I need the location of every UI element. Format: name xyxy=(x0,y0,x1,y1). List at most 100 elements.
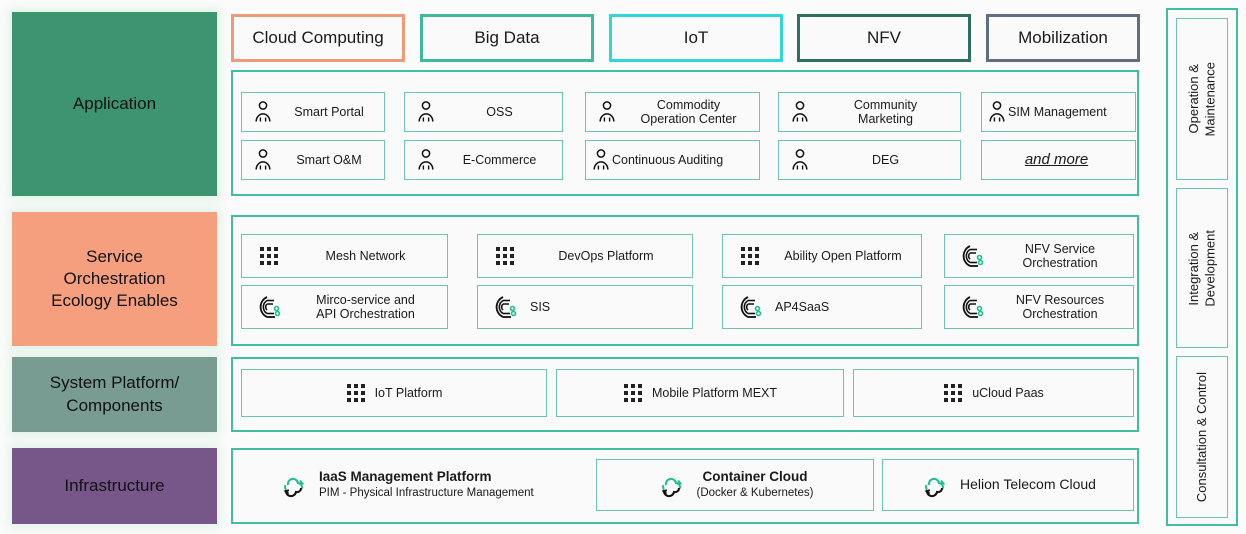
category-label: Cloud Computing xyxy=(252,28,384,47)
dot-grid-icon xyxy=(623,383,643,403)
infra-item-iaas-management-platform[interactable]: IaaS Management Platform PIM - Physical … xyxy=(241,459,586,511)
cloud-refresh-icon xyxy=(657,472,687,498)
system-item-label: Mobile Platform MEXT xyxy=(651,386,778,400)
service-item-ap4saas[interactable]: AP4SaaS xyxy=(722,285,922,329)
app-item-continuous-auditing[interactable]: Continuous Auditing xyxy=(585,140,760,180)
app-item-label: E-Commerce xyxy=(462,152,537,167)
infra-item-text: IaaS Management Platform PIM - Physical … xyxy=(319,469,534,500)
sidebar-item-label: Operation & Maintenance xyxy=(1185,61,1217,137)
dot-grid-icon xyxy=(346,383,366,403)
service-item-label: Mirco-service and API Orchestration xyxy=(316,292,415,321)
app-item-commodity-operation-center[interactable]: Commodity Operation Center xyxy=(585,92,760,132)
person-icon xyxy=(248,100,278,124)
app-item-label: Continuous Auditing xyxy=(612,152,724,167)
service-item-nfv-service-orchestration[interactable]: NFV Service Orchestration xyxy=(944,234,1134,278)
app-item-e-commerce[interactable]: E-Commerce xyxy=(404,140,563,180)
app-item-label: SIM Management xyxy=(1008,104,1107,119)
cloud-refresh-icon xyxy=(920,472,950,498)
dot-grid-icon xyxy=(486,246,524,266)
service-item-micro-service-and-api-orchestration[interactable]: Mirco-service and API Orchestration xyxy=(241,285,448,329)
layer-label-service-orchestration-text: Service Orchestration Ecology Enables xyxy=(51,246,178,311)
app-item-sim-management[interactable]: SIM Management xyxy=(981,92,1136,132)
category-mobilization[interactable]: Mobilization xyxy=(986,14,1140,62)
app-item-deg[interactable]: DEG xyxy=(778,140,961,180)
sidebar-item-label: Integration & Development xyxy=(1185,229,1217,307)
category-label: NFV xyxy=(867,28,901,47)
app-item-label: OSS xyxy=(486,104,513,119)
person-icon xyxy=(592,100,622,124)
cloud-refresh-icon xyxy=(279,472,309,498)
sidebar-item-operation-maintenance[interactable]: Operation & Maintenance xyxy=(1176,18,1228,180)
app-item-oss[interactable]: OSS xyxy=(404,92,563,132)
orchestration-icon xyxy=(250,294,288,320)
app-item-label: Smart O&M xyxy=(296,152,362,167)
service-item-label: NFV Service Orchestration xyxy=(1022,241,1098,270)
category-cloud-computing[interactable]: Cloud Computing xyxy=(231,14,405,62)
app-item-community-marketing[interactable]: Community Marketing xyxy=(778,92,961,132)
service-item-label: SIS xyxy=(530,299,551,314)
system-item-label: uCloud Paas xyxy=(972,386,1044,400)
service-item-mesh-network[interactable]: Mesh Network xyxy=(241,234,448,278)
dot-grid-icon xyxy=(943,383,963,403)
infra-item-text: Container Cloud (Docker & Kubernetes) xyxy=(697,469,814,500)
service-item-ability-open-platform[interactable]: Ability Open Platform xyxy=(722,234,922,278)
category-iot[interactable]: IoT xyxy=(609,14,783,62)
app-item-smart-om[interactable]: Smart O&M xyxy=(241,140,385,180)
app-item-smart-portal[interactable]: Smart Portal xyxy=(241,92,385,132)
orchestration-icon xyxy=(953,243,991,269)
app-item-label: Commodity Operation Center xyxy=(640,97,737,126)
sidebar-item-label: Consultation & Control xyxy=(1193,371,1209,503)
category-label: IoT xyxy=(683,28,709,47)
service-item-label: AP4SaaS xyxy=(775,299,830,314)
app-item-label: DEG xyxy=(871,152,900,167)
service-item-label: DevOps Platform xyxy=(558,248,654,263)
app-item-label: Smart Portal xyxy=(294,104,364,119)
orchestration-icon xyxy=(953,294,991,320)
person-icon xyxy=(411,100,441,124)
person-icon xyxy=(986,100,1008,124)
infra-item-subtitle: PIM - Physical Infrastructure Management xyxy=(319,487,534,500)
person-icon xyxy=(785,148,815,172)
system-item-iot-platform[interactable]: IoT Platform xyxy=(241,369,547,417)
service-item-label: Ability Open Platform xyxy=(784,248,902,263)
person-icon xyxy=(590,148,612,172)
category-big-data[interactable]: Big Data xyxy=(420,14,594,62)
infra-item-helion-telecom-cloud[interactable]: Helion Telecom Cloud xyxy=(882,459,1134,511)
system-item-ucloud-paas[interactable]: uCloud Paas xyxy=(853,369,1134,417)
app-item-and-more[interactable]: and more xyxy=(981,140,1136,180)
orchestration-icon xyxy=(486,294,524,320)
category-label: Mobilization xyxy=(1018,28,1108,47)
layer-label-application: Application xyxy=(12,12,217,196)
layer-label-service-orchestration: Service Orchestration Ecology Enables xyxy=(12,212,217,346)
layer-label-infrastructure-text: Infrastructure xyxy=(64,475,165,495)
layer-label-application-text: Application xyxy=(72,93,157,113)
sidebar-item-integration-development[interactable]: Integration & Development xyxy=(1176,188,1228,348)
service-item-label: NFV Resources Orchestration xyxy=(1015,292,1105,321)
app-item-label: and more xyxy=(1024,151,1089,169)
system-item-label: IoT Platform xyxy=(374,386,443,400)
orchestration-icon xyxy=(731,294,769,320)
infra-item-title: IaaS Management Platform xyxy=(319,469,492,485)
dot-grid-icon xyxy=(250,246,288,266)
infra-item-text: Helion Telecom Cloud xyxy=(960,476,1096,494)
app-item-label: Community Marketing xyxy=(853,97,918,126)
service-item-nfv-resources-orchestration[interactable]: NFV Resources Orchestration xyxy=(944,285,1134,329)
person-icon xyxy=(785,100,815,124)
service-item-sis[interactable]: SIS xyxy=(477,285,693,329)
category-label: Big Data xyxy=(474,28,540,47)
dot-grid-icon xyxy=(731,246,769,266)
infra-item-title: Container Cloud xyxy=(702,469,808,485)
layer-label-infrastructure: Infrastructure xyxy=(12,448,217,524)
layer-label-system-platform-text: System Platform/ Components xyxy=(49,373,180,415)
infra-item-container-cloud[interactable]: Container Cloud (Docker & Kubernetes) xyxy=(596,459,874,511)
layer-label-system-platform: System Platform/ Components xyxy=(12,357,217,432)
system-item-mobile-platform-mext[interactable]: Mobile Platform MEXT xyxy=(556,369,844,417)
person-icon xyxy=(248,148,278,172)
sidebar-item-consultation-control[interactable]: Consultation & Control xyxy=(1176,356,1228,518)
service-item-devops-platform[interactable]: DevOps Platform xyxy=(477,234,693,278)
service-item-label: Mesh Network xyxy=(325,248,406,263)
infra-item-title: Helion Telecom Cloud xyxy=(960,476,1096,493)
person-icon xyxy=(411,148,441,172)
category-nfv[interactable]: NFV xyxy=(797,14,971,62)
